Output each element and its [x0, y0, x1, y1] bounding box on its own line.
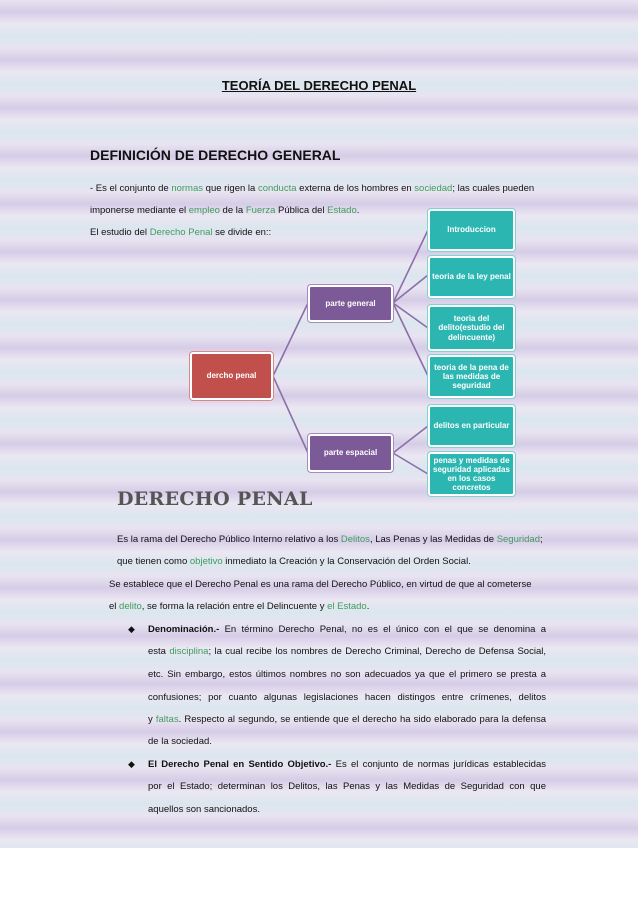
link-objetivo[interactable]: objetivo [189, 556, 223, 567]
link-normas[interactable]: normas [171, 183, 204, 194]
section-heading-definicion: DEFINICIÓN DE DERECHO GENERAL [90, 147, 341, 163]
text: se divide en:: [212, 227, 272, 238]
link-disciplina[interactable]: disciplina [169, 646, 209, 657]
diamond-bullet-icon: ◆ [128, 759, 135, 769]
text: . [356, 205, 360, 216]
bullet-1-term: Denominación.- [148, 624, 220, 635]
definition-line-2: imponerse mediante el empleo de la Fuerz… [90, 205, 359, 216]
derecho-penal-line-2: que tienen como objetivo inmediato la Cr… [117, 556, 471, 567]
connector-especial-e2 [392, 452, 429, 475]
bullet-1-line-6: de la sociedad. [148, 736, 212, 747]
derecho-penal-line-4: el delito, se forma la relación entre el… [109, 601, 369, 612]
text: . Respecto al segundo, se entiende que e… [178, 714, 546, 725]
text: El estudio del [90, 227, 150, 238]
text: Es la rama del Derecho Público Interno r… [117, 534, 341, 545]
text: y [148, 714, 156, 725]
diagram-node-delitos-particular: delitos en particular [428, 405, 515, 447]
text: inmediato la Creación y la Conservación … [222, 556, 471, 567]
text: ; las cuales pueden [452, 183, 535, 194]
link-empleo[interactable]: empleo [188, 205, 220, 216]
diagram-node-penas-medidas: penas y medidas de seguridad aplicadas e… [428, 452, 515, 496]
bullet-1-line-4: confusiones; por cuanto algunas legislac… [148, 692, 546, 703]
document-page: TEORÍA DEL DERECHO PENAL DEFINICIÓN DE D… [0, 0, 638, 848]
derecho-penal-line-1: Es la rama del Derecho Público Interno r… [117, 534, 543, 545]
text: esta [148, 646, 170, 657]
section-heading-derecho-penal: DERECHO PENAL [117, 488, 313, 510]
connector-general-g1 [392, 229, 429, 304]
link-delitos[interactable]: Delitos [340, 534, 370, 545]
link-sociedad[interactable]: sociedad [414, 183, 453, 194]
connector-general-g2 [392, 274, 429, 304]
diagram-connectors [272, 229, 429, 475]
diagram-node-parte-especial: parte espacial [308, 434, 393, 472]
text: el [109, 601, 120, 612]
diagram-node-parte-general: parte general [308, 285, 393, 322]
link-delito[interactable]: delito [119, 601, 142, 612]
text: En término Derecho Penal, no es el único… [219, 624, 546, 635]
diagram-node-teoria-delito: teoria del delito(estudio del delincuent… [428, 305, 515, 351]
bullet-2-line-2: por el Estado; determinan los Delitos, l… [148, 781, 546, 792]
link-conducta[interactable]: conducta [257, 183, 297, 194]
connector-especial-e1 [392, 425, 429, 454]
text: , se forma la relación entre el Delincue… [141, 601, 328, 612]
connector-root-especial [272, 375, 309, 454]
text: . [366, 601, 370, 612]
link-derecho-penal[interactable]: Derecho Penal [149, 227, 213, 238]
link-estado[interactable]: Estado [327, 205, 357, 216]
bullet-2-term: El Derecho Penal en Sentido Objetivo.- [148, 759, 332, 770]
text: que tienen como [117, 556, 190, 567]
text: que rigen la [203, 183, 258, 194]
link-seguridad[interactable]: Seguridad [496, 534, 540, 545]
link-fuerza[interactable]: Fuerza [245, 205, 276, 216]
link-faltas[interactable]: faltas [155, 714, 179, 725]
connector-root-general [272, 302, 309, 377]
connector-general-g3 [392, 302, 429, 329]
bullet-2-line-3: aquellos son sancionados. [148, 804, 260, 815]
connector-general-g4 [392, 302, 429, 377]
diagram-node-teoria-ley-penal: teoria de la ley penal [428, 256, 515, 298]
text: , Las Penas y las Medidas de [369, 534, 497, 545]
text: de la [219, 205, 246, 216]
text: ; la cual recibe los nombres de Derecho … [208, 646, 546, 657]
definition-line-3: El estudio del Derecho Penal se divide e… [90, 227, 271, 238]
diagram-node-root: dercho penal [190, 352, 273, 400]
text: ; [540, 534, 543, 545]
text: Pública del [275, 205, 328, 216]
text: imponerse mediante el [90, 205, 189, 216]
bullet-1-line-5: y faltas. Respecto al segundo, se entien… [148, 714, 546, 725]
bullet-1-line-3: etc. Sin embargo, estos últimos nombres … [148, 669, 546, 680]
page-title: TEORÍA DEL DERECHO PENAL [221, 78, 417, 93]
text: - Es el conjunto de [90, 183, 172, 194]
link-el-estado[interactable]: el Estado [327, 601, 367, 612]
text: Es el conjunto de normas jurídicas estab… [331, 759, 546, 770]
derecho-penal-line-3: Se establece que el Derecho Penal es una… [109, 579, 532, 590]
text: externa de los hombres en [296, 183, 415, 194]
bullet-1-line-1: Denominación.- En término Derecho Penal,… [148, 624, 546, 635]
bullet-2-line-1: El Derecho Penal en Sentido Objetivo.- E… [148, 759, 546, 770]
definition-line-1: - Es el conjunto de normas que rigen la … [90, 183, 534, 194]
diagram-node-introduccion: Introduccion [428, 209, 515, 251]
diamond-bullet-icon: ◆ [128, 624, 135, 634]
bullet-1-line-2: esta disciplina; la cual recibe los nomb… [148, 646, 546, 657]
diagram-node-teoria-pena: teoria de la pena de las medidas de segu… [428, 355, 515, 398]
